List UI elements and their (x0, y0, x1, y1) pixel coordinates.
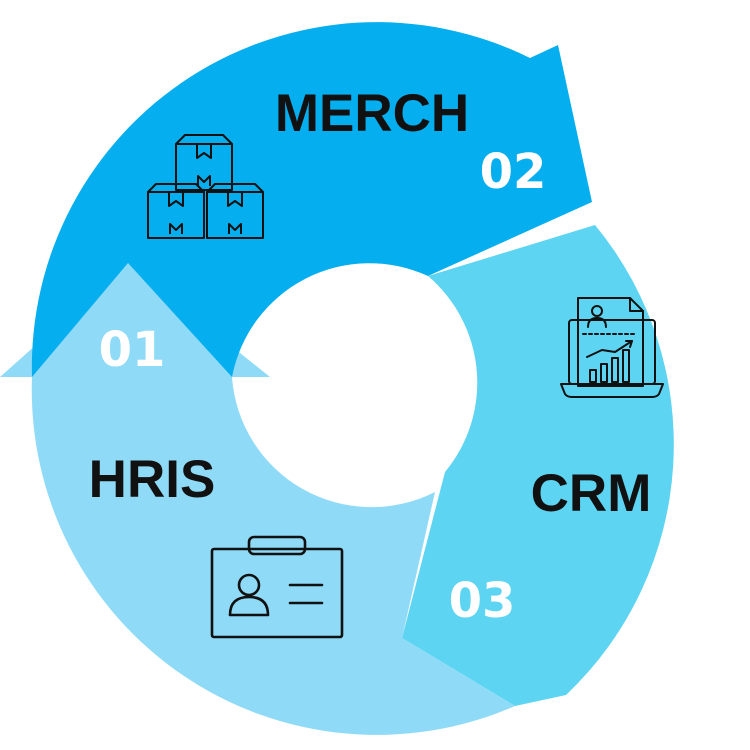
stacked-boxes-icon (147, 134, 264, 239)
stage-number-01: 01 (99, 322, 166, 378)
hris-title: HRIS (89, 450, 216, 509)
crm-title: CRM (531, 464, 652, 523)
crm-segment (402, 225, 674, 706)
stage-number-02: 02 (480, 144, 547, 200)
hris-segment (0, 263, 515, 735)
merch-title: MERCH (275, 84, 469, 143)
laptop-report-chart-icon (560, 297, 664, 398)
stage-number-03: 03 (449, 573, 516, 629)
id-badge-icon (210, 535, 344, 639)
merch-segment (31, 22, 593, 377)
